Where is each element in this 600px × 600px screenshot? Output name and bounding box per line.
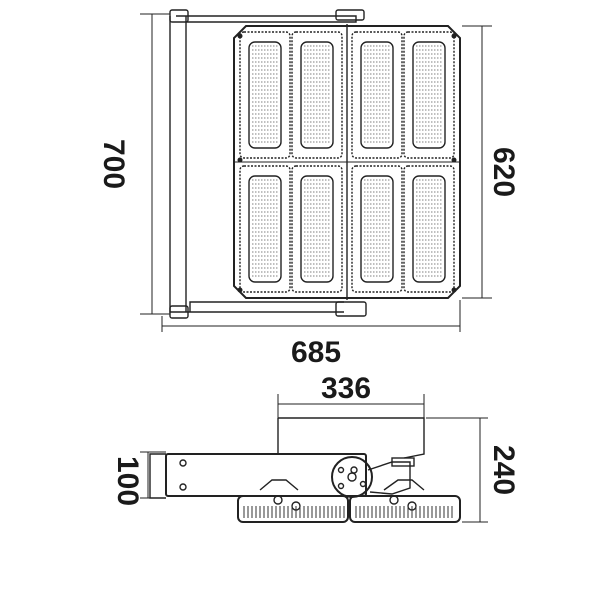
- led-modules: [237, 31, 457, 293]
- bracket-top-knob: [169, 9, 189, 23]
- screw-icon: [451, 157, 457, 163]
- dimension-685: 685: [161, 300, 461, 369]
- side-lamp-left: [237, 495, 349, 523]
- led-module: [351, 31, 403, 159]
- dimension-100-label: 100: [111, 456, 144, 506]
- dimension-620-label: 620: [487, 147, 520, 197]
- dimension-685-label: 685: [291, 336, 341, 369]
- led-grid: [304, 45, 330, 143]
- dimension-100: 100: [111, 451, 166, 506]
- led-grid: [416, 179, 442, 277]
- led-grid: [252, 45, 278, 143]
- led-module: [239, 165, 291, 293]
- dimension-700-label: 700: [97, 139, 130, 189]
- led-module: [291, 31, 343, 159]
- screw-icon: [237, 33, 243, 39]
- led-module: [403, 31, 455, 159]
- led-grid: [364, 45, 390, 143]
- bracket-top-hinge: [335, 9, 365, 21]
- led-grid: [252, 179, 278, 277]
- side-lamp-bodies: [237, 479, 461, 523]
- led-grid: [416, 45, 442, 143]
- dimension-240: 240: [426, 417, 520, 523]
- led-module: [239, 31, 291, 159]
- led-grid: [304, 179, 330, 277]
- mounting-bracket: [169, 9, 367, 319]
- dimension-336-label: 336: [321, 372, 371, 405]
- screw-icon: [237, 287, 243, 293]
- lamp-housing-outline: [233, 25, 461, 299]
- dimension-700: 700: [97, 13, 170, 315]
- front-view: 700 620 685: [97, 9, 520, 369]
- led-module: [291, 165, 343, 293]
- bracket-bottom-knob: [169, 305, 189, 319]
- dimension-240-label: 240: [487, 445, 520, 495]
- side-view: 336: [111, 372, 520, 523]
- led-module: [351, 165, 403, 293]
- dimension-336: 336: [277, 372, 425, 418]
- side-lamp-right: [349, 495, 461, 523]
- bracket-bottom-hinge: [335, 301, 367, 317]
- led-grid: [364, 179, 390, 277]
- side-top-plate: [277, 417, 425, 459]
- dimension-620: 620: [462, 25, 520, 299]
- side-arm: [149, 453, 415, 499]
- screw-icon: [451, 287, 457, 293]
- heat-sink-fins: [243, 506, 453, 518]
- led-module: [403, 165, 455, 293]
- screw-icon: [451, 33, 457, 39]
- screw-icon: [237, 157, 243, 163]
- side-mount-tab: [391, 457, 415, 467]
